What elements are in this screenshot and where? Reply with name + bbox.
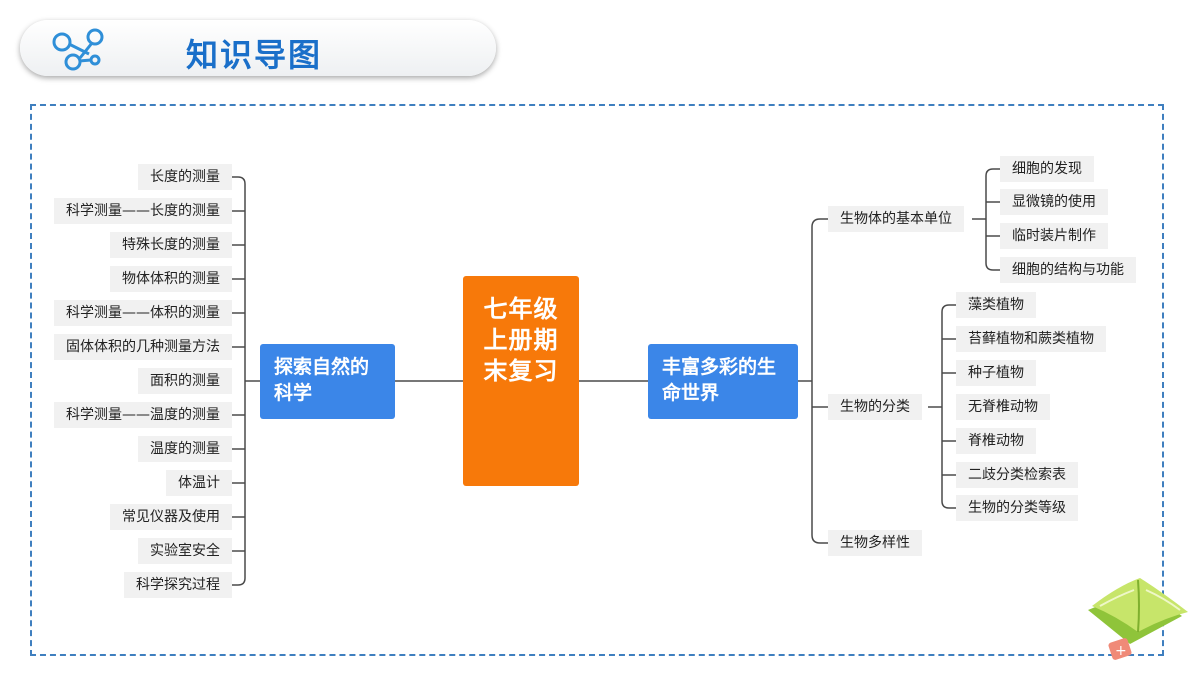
left-leaf: 科学测量——体积的测量 (54, 300, 232, 326)
header-banner: 知识导图 (20, 20, 496, 76)
left-leaf: 物体体积的测量 (110, 266, 232, 292)
left-leaf: 实验室安全 (138, 538, 232, 564)
left-leaf: 科学测量——温度的测量 (54, 402, 232, 428)
right-leaf: 无脊椎动物 (956, 394, 1050, 420)
left-leaf: 固体体积的几种测量方法 (54, 334, 232, 360)
right-branch-node: 丰富多彩的生命世界 (648, 344, 798, 419)
right-leaf: 藻类植物 (956, 292, 1036, 318)
left-leaf: 科学探究过程 (124, 572, 232, 598)
left-leaf: 特殊长度的测量 (110, 232, 232, 258)
right-group-node: 生物体的基本单位 (828, 206, 964, 232)
right-leaf: 生物的分类等级 (956, 495, 1078, 521)
right-leaf: 种子植物 (956, 360, 1036, 386)
book-icon: + (1088, 578, 1188, 660)
right-leaf: 细胞的发现 (1000, 156, 1094, 182)
left-branch-node: 探索自然的科学 (260, 344, 395, 419)
center-node: 七年级上册期末复习 (463, 276, 579, 486)
right-leaf: 二歧分类检索表 (956, 462, 1078, 488)
right-leaf: 苔藓植物和蕨类植物 (956, 326, 1106, 352)
right-leaf: 临时装片制作 (1000, 223, 1108, 249)
page-title: 知识导图 (186, 36, 323, 74)
network-icon (52, 28, 104, 71)
left-leaf: 面积的测量 (138, 368, 232, 394)
left-leaf: 体温计 (166, 470, 232, 496)
mindmap-frame (30, 104, 1164, 656)
right-leaf: 显微镜的使用 (1000, 189, 1108, 215)
right-group-node: 生物多样性 (828, 530, 922, 556)
left-leaf: 常见仪器及使用 (110, 504, 232, 530)
svg-text:+: + (1115, 643, 1127, 659)
left-leaf: 科学测量——长度的测量 (54, 198, 232, 224)
left-leaf: 长度的测量 (138, 164, 232, 190)
right-leaf: 细胞的结构与功能 (1000, 257, 1136, 283)
right-leaf: 脊椎动物 (956, 428, 1036, 454)
left-leaf: 温度的测量 (138, 436, 232, 462)
right-group-node: 生物的分类 (828, 394, 922, 420)
